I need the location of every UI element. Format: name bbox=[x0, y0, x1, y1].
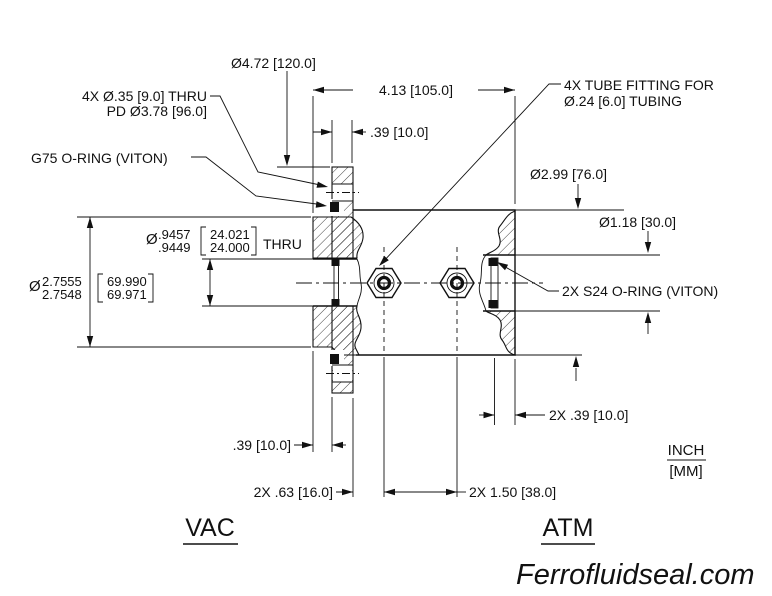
units-note: INCH [MM] bbox=[667, 442, 706, 480]
dim-bore-od-label: Ø1.18 [30.0] bbox=[599, 214, 676, 230]
bracket-close bbox=[148, 273, 154, 303]
dim-shaft-bore: Ø .9457 .9449 24.021 24.000 THRU bbox=[146, 226, 313, 307]
right-lower-section bbox=[484, 310, 516, 356]
callout-g75-oring-label: G75 O-RING (VITON) bbox=[31, 150, 168, 166]
g75-oring-top bbox=[330, 202, 339, 212]
site-watermark: Ferrofluidseal.com bbox=[516, 559, 755, 591]
dim-groove-offset: 2X .39 [10.0] bbox=[479, 358, 628, 425]
callout-tube-fitting: 4X TUBE FITTING FOR Ø.24 [6.0] TUBING bbox=[379, 77, 714, 266]
callout-tube-fitting-line2: Ø.24 [6.0] TUBING bbox=[564, 93, 682, 109]
callout-s24-oring-label: 2X S24 O-RING (VITON) bbox=[562, 283, 718, 299]
bracket-close bbox=[251, 226, 257, 256]
dim-overall-length-label: 4.13 [105.0] bbox=[379, 82, 453, 98]
dim-flange-thickness-label: .39 [10.0] bbox=[370, 124, 428, 140]
port-label-atm: ATM bbox=[543, 514, 594, 542]
dim-shaft-bore-inch-high: .9457 bbox=[158, 227, 191, 242]
callout-bolt-holes: 4X Ø.35 [9.0] THRU PD Ø3.78 [96.0] bbox=[82, 88, 328, 188]
right-upper-section bbox=[484, 210, 516, 256]
bracket-open bbox=[97, 273, 103, 303]
port-label-vac: VAC bbox=[185, 514, 235, 542]
dim-flange-od: Ø4.72 [120.0] bbox=[231, 55, 330, 168]
dim-hub-protrusion-label: .39 [10.0] bbox=[233, 437, 291, 453]
dim-shaft-bore-mm-high: 24.021 bbox=[210, 227, 250, 242]
dim-pilot-od-mm-low: 69.971 bbox=[107, 287, 147, 302]
hub-lower-section bbox=[312, 305, 362, 356]
callout-tube-fitting-line1: 4X TUBE FITTING FOR bbox=[564, 77, 714, 93]
callout-bolt-holes-line2: PD Ø3.78 [96.0] bbox=[107, 103, 207, 119]
dim-port-spacing-label: 2X 1.50 [38.0] bbox=[469, 484, 556, 500]
part-outline bbox=[313, 183, 516, 383]
dim-body-od-label: Ø2.99 [76.0] bbox=[530, 166, 607, 182]
s24-oring-right-bottom bbox=[488, 300, 498, 308]
dim-pilot-od-inch-high: 2.7555 bbox=[42, 274, 82, 289]
dim-bore-od: Ø1.18 [30.0] bbox=[515, 214, 676, 334]
dim-pilot-od-mm-high: 69.990 bbox=[107, 274, 147, 289]
dim-flange-thickness: .39 [10.0] bbox=[313, 120, 428, 163]
units-secondary: [MM] bbox=[669, 463, 702, 480]
g75-oring-bottom bbox=[330, 354, 339, 364]
bracket-open bbox=[200, 226, 206, 256]
centerlines bbox=[296, 192, 543, 374]
callout-bolt-holes-line1: 4X Ø.35 [9.0] THRU bbox=[82, 88, 207, 104]
s24-oring-right-top bbox=[488, 258, 498, 266]
dim-shaft-bore-suffix: THRU bbox=[263, 236, 302, 252]
hub-upper-section bbox=[312, 216, 364, 259]
section-hatching bbox=[312, 166, 516, 394]
s24-oring-left-top bbox=[331, 259, 340, 266]
s24-oring-left-bottom bbox=[331, 299, 340, 306]
dim-shaft-bore-inch-low: .9449 bbox=[158, 240, 191, 255]
dim-pilot-od-inch-low: 2.7548 bbox=[42, 287, 82, 302]
dim-pilot-od: Ø 2.7555 2.7548 69.990 69.971 bbox=[29, 216, 311, 348]
units-primary: INCH bbox=[668, 442, 705, 459]
callout-g75-oring: G75 O-RING (VITON) bbox=[31, 150, 327, 208]
dim-groove-offset-label: 2X .39 [10.0] bbox=[549, 407, 628, 423]
callout-s24-oring: 2X S24 O-RING (VITON) bbox=[497, 262, 718, 299]
dim-pilot-od-dia-symbol: Ø bbox=[29, 278, 41, 295]
port-labels: VAC ATM bbox=[183, 514, 595, 545]
dim-shaft-bore-dia-symbol: Ø bbox=[146, 231, 158, 248]
dim-body-od: Ø2.99 [76.0] bbox=[515, 166, 624, 381]
dim-hub-protrusion: .39 [10.0] bbox=[233, 351, 346, 453]
dim-port-offset-spacing: 2X .63 [16.0] 2X 1.50 [38.0] bbox=[254, 357, 556, 500]
dim-overall-length: 4.13 [105.0] bbox=[312, 82, 516, 213]
dim-shaft-bore-mm-low: 24.000 bbox=[210, 240, 250, 255]
dim-port-offset-label: 2X .63 [16.0] bbox=[254, 484, 333, 500]
dim-flange-od-label: Ø4.72 [120.0] bbox=[231, 55, 316, 71]
